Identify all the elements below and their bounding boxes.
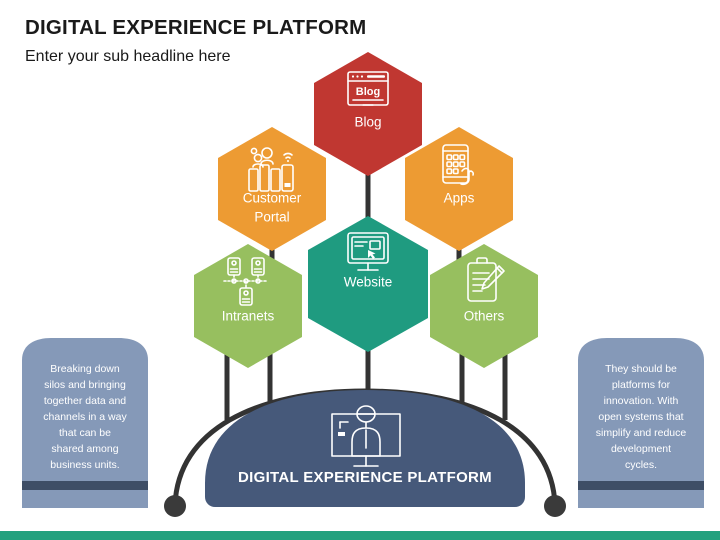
note-left-line-6: shared among <box>51 443 118 455</box>
hex-label-others: Others <box>464 309 505 324</box>
note-card-right[interactable]: They should be platforms for innovation.… <box>578 338 704 508</box>
note-left-line-2: silos and bringing <box>44 379 126 391</box>
hex-node-apps[interactable]: Apps <box>405 127 513 251</box>
hex-label-website: Website <box>344 275 393 290</box>
hex-label-customer-portal-line1: Customer <box>243 191 302 206</box>
hex-shape-website <box>308 216 428 352</box>
people-devices-icon <box>248 147 294 192</box>
hex-label-customer-portal-line2: Portal <box>254 210 289 225</box>
hex-node-blog[interactable]: Blog Blog <box>314 52 422 176</box>
hex-node-intranets[interactable]: Intranets <box>194 244 302 368</box>
hex-label-blog: Blog <box>354 115 381 130</box>
desktop-monitor-icon <box>347 232 389 271</box>
arch-end-dot-left <box>164 495 186 517</box>
note-card-left-shape <box>22 338 148 508</box>
hex-node-website[interactable]: Website <box>308 216 428 352</box>
note-left-line-7: business units. <box>50 459 119 471</box>
note-card-right-shape <box>578 338 704 508</box>
arch-end-dot-right <box>544 495 566 517</box>
note-left-line-4: channels in a way <box>43 411 127 423</box>
svg-text:Blog: Blog <box>356 86 380 98</box>
hex-shape-blog <box>314 52 422 176</box>
note-card-left-band <box>22 481 148 490</box>
note-card-left[interactable]: Breaking down silos and bringing togethe… <box>22 338 148 508</box>
note-right-line-4: open systems that <box>598 411 683 423</box>
hex-node-customer-portal[interactable]: Customer Portal <box>218 127 326 251</box>
note-right-line-2: platforms for <box>612 379 671 391</box>
clipboard-pencil-icon <box>467 257 505 302</box>
bottom-accent-bar <box>0 531 720 540</box>
page-subtitle: Enter your sub headline here <box>25 48 231 65</box>
note-right-line-7: cycles. <box>625 459 657 471</box>
note-right-line-3: innovation. With <box>604 395 679 407</box>
hex-shape-others <box>430 244 538 368</box>
hex-shape-apps <box>405 127 513 251</box>
presenter-screen-icon <box>331 405 401 467</box>
hex-shape-customer-portal <box>218 127 326 251</box>
note-right-line-1: They should be <box>605 363 677 375</box>
page-title: DIGITAL EXPERIENCE PLATFORM <box>25 16 367 39</box>
network-servers-icon <box>223 257 269 306</box>
note-right-line-6: development <box>611 443 671 455</box>
hex-label-intranets: Intranets <box>222 309 275 324</box>
note-right-line-5: simplify and reduce <box>596 427 687 439</box>
note-left-line-5: that can be <box>59 427 111 439</box>
hex-shape-intranets <box>194 244 302 368</box>
platform-dome[interactable]: DIGITAL EXPERIENCE PLATFORM <box>205 390 525 507</box>
note-card-right-band <box>578 481 704 490</box>
phone-apps-hand-icon <box>442 144 474 186</box>
dome-shape <box>205 390 525 507</box>
hex-label-apps: Apps <box>444 191 475 206</box>
browser-blog-icon: Blog <box>347 71 389 106</box>
dome-label: DIGITAL EXPERIENCE PLATFORM <box>238 469 492 486</box>
note-left-line-1: Breaking down <box>50 363 120 375</box>
note-left-line-3: together data and <box>44 395 126 407</box>
hex-node-others[interactable]: Others <box>430 244 538 368</box>
